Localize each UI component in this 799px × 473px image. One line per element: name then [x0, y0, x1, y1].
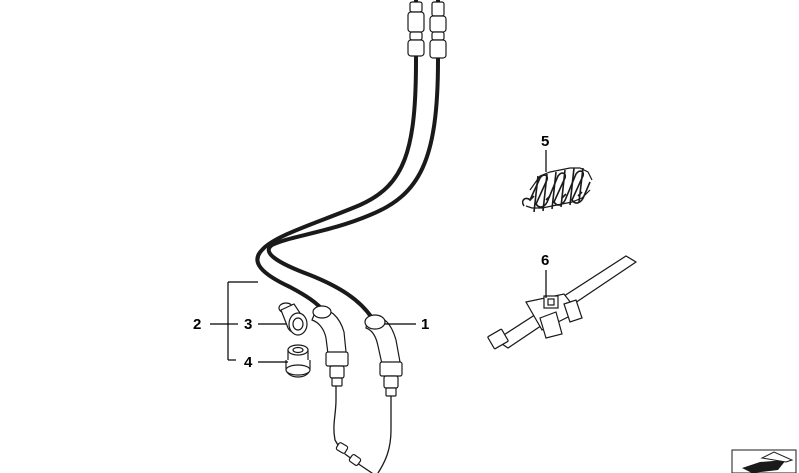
cable-top-end-left	[407, 1, 425, 57]
callout-4: 4	[244, 354, 288, 371]
callout-1: 1	[385, 316, 429, 333]
callout-5-label: 5	[541, 133, 549, 150]
callout-1-label: 1	[421, 316, 429, 333]
callout-3: 3	[244, 316, 286, 333]
callout-6: 6	[541, 252, 549, 298]
callout-4-label: 4	[244, 354, 253, 371]
callout-6-label: 6	[541, 252, 549, 269]
diagram-id-arrow-icon	[731, 449, 797, 473]
callout-2-label: 2	[193, 316, 201, 333]
spring-part-5	[521, 167, 593, 213]
cable-assembly	[255, 0, 447, 473]
bushing-part-4	[285, 344, 311, 378]
callout-3-label: 3	[244, 316, 252, 333]
callout-2-bracket: 2	[193, 281, 258, 361]
cable-top-end-right	[429, 1, 447, 59]
cable-bottom-end-left	[311, 305, 373, 473]
cable-bottom-end-right	[364, 314, 403, 473]
grommet-part-3	[278, 302, 308, 336]
cable-tie-part-6	[487, 255, 638, 350]
callout-5: 5	[541, 133, 549, 172]
